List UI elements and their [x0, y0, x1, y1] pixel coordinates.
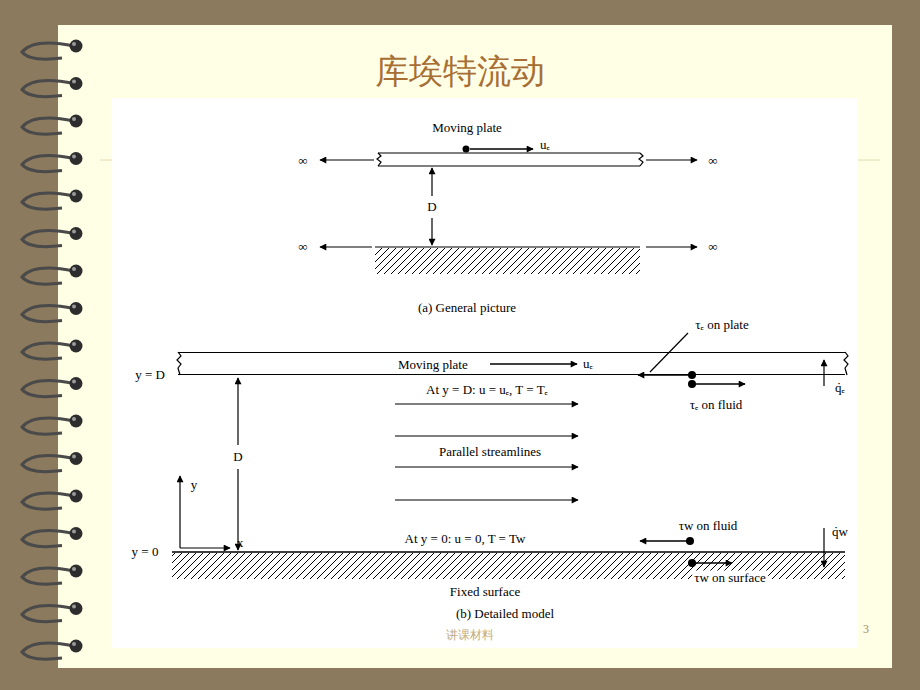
label: τw on fluid: [679, 519, 738, 534]
ring-shine: [72, 267, 76, 271]
label: D: [425, 200, 438, 215]
ring-shine: [72, 192, 76, 196]
label: 讲课材料: [446, 629, 494, 643]
ring-shine: [72, 117, 76, 121]
label: τₑ on plate: [695, 318, 748, 333]
ring-hole: [70, 602, 83, 615]
ring-wire: [22, 531, 74, 547]
label: (b) Detailed model: [456, 607, 554, 622]
slide-title: 库埃特流动: [375, 49, 545, 95]
ring-shine: [72, 342, 76, 346]
ring-hole: [70, 40, 83, 53]
label: Fixed surface: [448, 585, 522, 600]
ring-hole: [70, 377, 83, 390]
label: uₑ: [540, 138, 550, 153]
ring-hole: [70, 640, 83, 653]
ring-wire: [22, 381, 74, 397]
ring-hole: [70, 452, 83, 465]
ring-wire: [22, 493, 74, 509]
label: y = 0: [132, 545, 159, 560]
ring-shine: [72, 605, 76, 609]
ring-hole: [70, 415, 83, 428]
ring-hole: [70, 265, 83, 278]
ring-shine: [72, 230, 76, 234]
spiral-binding: [22, 40, 83, 660]
ring-wire: [22, 418, 74, 434]
label: D: [231, 450, 244, 465]
label: x: [237, 536, 244, 551]
ring-hole: [70, 302, 83, 315]
label: ∞: [708, 240, 717, 255]
ring-wire: [22, 268, 74, 284]
ring-shine: [72, 155, 76, 159]
ring-shine: [72, 455, 76, 459]
ring-hole: [70, 527, 83, 540]
ring-wire: [22, 568, 74, 584]
ring-hole: [70, 227, 83, 240]
label: Moving plate: [432, 121, 502, 136]
ring-shine: [72, 417, 76, 421]
label: ∞: [298, 240, 307, 255]
ring-wire: [22, 193, 74, 209]
label: At y = 0: u = 0, T = Tw: [405, 532, 526, 547]
image-panel: [112, 98, 858, 648]
plate-text: uₑ: [583, 357, 593, 372]
ring-shine: [72, 567, 76, 571]
ring-wire: [22, 643, 74, 659]
ring-wire: [22, 156, 74, 172]
label: y = D: [135, 368, 165, 383]
label: ∞: [708, 154, 717, 169]
ring-wire: [22, 118, 74, 134]
moving-plate: Moving plate uₑ: [178, 352, 845, 375]
ring-hole: [70, 77, 83, 90]
ring-wire: [22, 456, 74, 472]
label: τw on surface: [692, 571, 768, 586]
ring-hole: [70, 340, 83, 353]
ring-shine: [72, 380, 76, 384]
label: q̇w: [832, 525, 848, 540]
label: (a) General picture: [418, 301, 516, 316]
ring-shine: [72, 492, 76, 496]
ring-shine: [72, 80, 76, 84]
ring-hole: [70, 115, 83, 128]
ring-wire: [22, 606, 74, 622]
ring-wire: [22, 231, 74, 247]
ring-hole: [70, 190, 83, 203]
ring-wire: [22, 81, 74, 97]
ground-hatch: [375, 248, 640, 274]
label: Parallel streamlines: [439, 445, 541, 460]
label: τₑ on fluid: [688, 398, 745, 413]
ring-shine: [72, 305, 76, 309]
label: At y = D: u = uₑ, T = Tₑ: [426, 383, 548, 398]
ring-shine: [72, 42, 76, 46]
ring-hole: [70, 565, 83, 578]
plate-text: Moving plate: [398, 358, 468, 373]
figure-a: [320, 149, 697, 247]
ring-shine: [72, 530, 76, 534]
ring-shine: [72, 642, 76, 646]
label: 3: [863, 623, 869, 637]
label: q̇ₑ: [835, 381, 845, 396]
ring-wire: [22, 43, 74, 59]
ring-wire: [22, 343, 74, 359]
label: y: [191, 478, 198, 493]
ring-hole: [70, 152, 83, 165]
ring-wire: [22, 306, 74, 322]
label: ∞: [298, 154, 307, 169]
ring-hole: [70, 490, 83, 503]
figure-b: [172, 333, 848, 567]
